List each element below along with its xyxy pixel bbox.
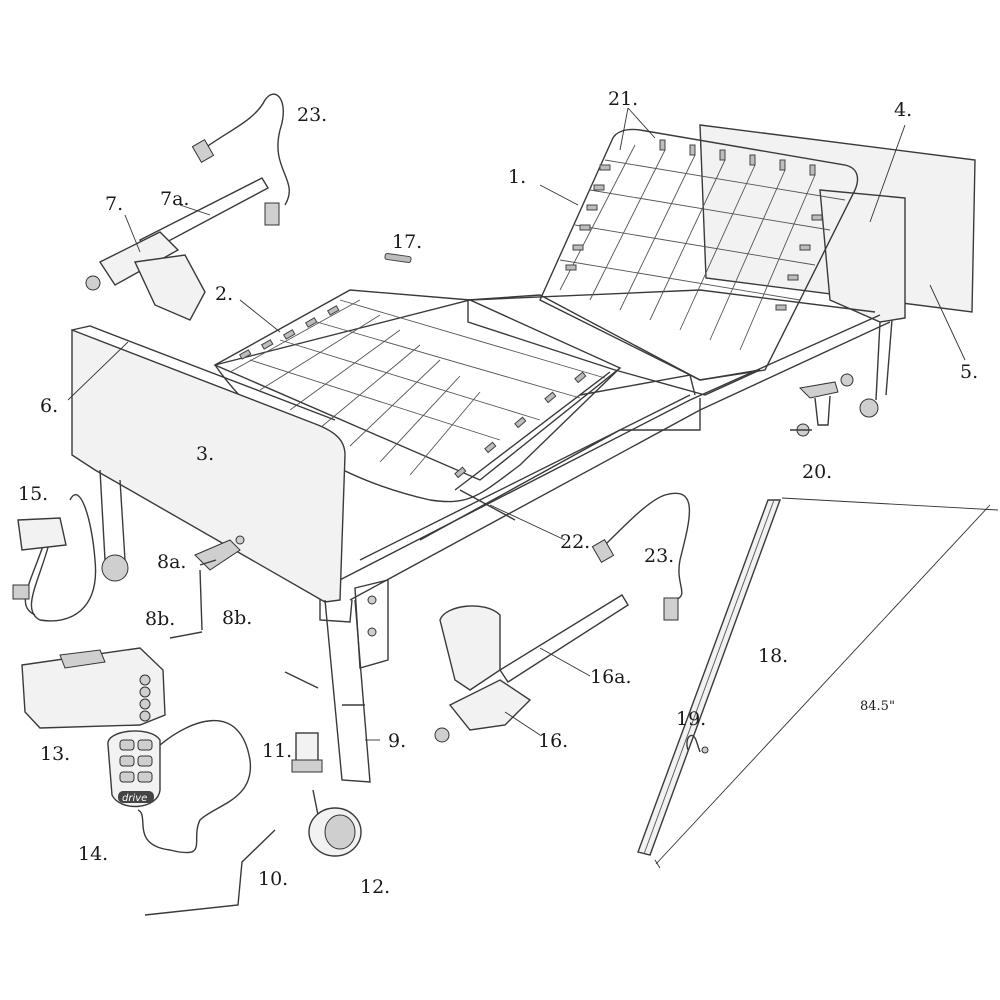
callout-11: 11. bbox=[262, 740, 292, 762]
actuator-7 bbox=[85, 177, 269, 321]
callout-23-top: 23. bbox=[297, 104, 327, 126]
callout-1: 1. bbox=[508, 166, 526, 188]
leg-cap-11 bbox=[291, 732, 323, 773]
leader-lines bbox=[67, 107, 966, 741]
spring-17 bbox=[384, 252, 412, 264]
callout-19: 19. bbox=[676, 708, 706, 730]
callout-8a: 8a. bbox=[157, 551, 186, 573]
callout-18: 18. bbox=[758, 645, 788, 667]
actuator-16 bbox=[434, 594, 629, 743]
callout-8b-right: 8b. bbox=[222, 607, 252, 629]
callout-9: 9. bbox=[388, 730, 406, 752]
callout-7a: 7a. bbox=[160, 188, 189, 210]
callout-labels: 1. 2. 3. 4. 5. 6. 7. 7a. 8a. 8b. 8b. 9. … bbox=[18, 88, 978, 898]
rail-18 bbox=[637, 497, 999, 869]
pendant-14: drive bbox=[107, 719, 252, 854]
callout-4: 4. bbox=[894, 99, 912, 121]
callout-15: 15. bbox=[18, 483, 48, 505]
callout-13: 13. bbox=[40, 743, 70, 765]
callout-6: 6. bbox=[40, 395, 58, 417]
callout-17: 17. bbox=[392, 231, 422, 253]
rod-10 bbox=[144, 829, 276, 916]
callout-20: 20. bbox=[802, 461, 832, 483]
callout-16a: 16a. bbox=[590, 666, 632, 688]
head-deck-1 bbox=[467, 128, 859, 396]
bed-frame bbox=[214, 289, 891, 623]
cable-23-mid bbox=[591, 492, 691, 621]
callout-22: 22. bbox=[560, 531, 590, 553]
bracket-20 bbox=[790, 381, 839, 437]
caster-12 bbox=[308, 789, 362, 857]
callout-3: 3. bbox=[196, 443, 214, 465]
callout-5: 5. bbox=[960, 361, 978, 383]
axle-pin bbox=[284, 671, 319, 689]
callout-14: 14. bbox=[78, 843, 108, 865]
callout-23-mid: 23. bbox=[644, 545, 674, 567]
callout-8b-left: 8b. bbox=[145, 608, 175, 630]
cable-23-top bbox=[191, 93, 290, 226]
callout-21: 21. bbox=[608, 88, 638, 110]
pendant-logo: drive bbox=[122, 793, 147, 804]
footboard-3 bbox=[71, 325, 389, 783]
callout-7: 7. bbox=[105, 193, 123, 215]
control-box-13 bbox=[21, 647, 166, 729]
callout-12: 12. bbox=[360, 876, 390, 898]
power-cord-15 bbox=[12, 493, 97, 622]
crank-8b bbox=[169, 559, 217, 639]
callout-2: 2. bbox=[215, 283, 233, 305]
rail-length-label: 84.5" bbox=[860, 699, 895, 714]
headboard-4 bbox=[819, 189, 906, 418]
callout-16: 16. bbox=[538, 730, 568, 752]
callout-10: 10. bbox=[258, 868, 288, 890]
clip-19 bbox=[686, 734, 709, 754]
